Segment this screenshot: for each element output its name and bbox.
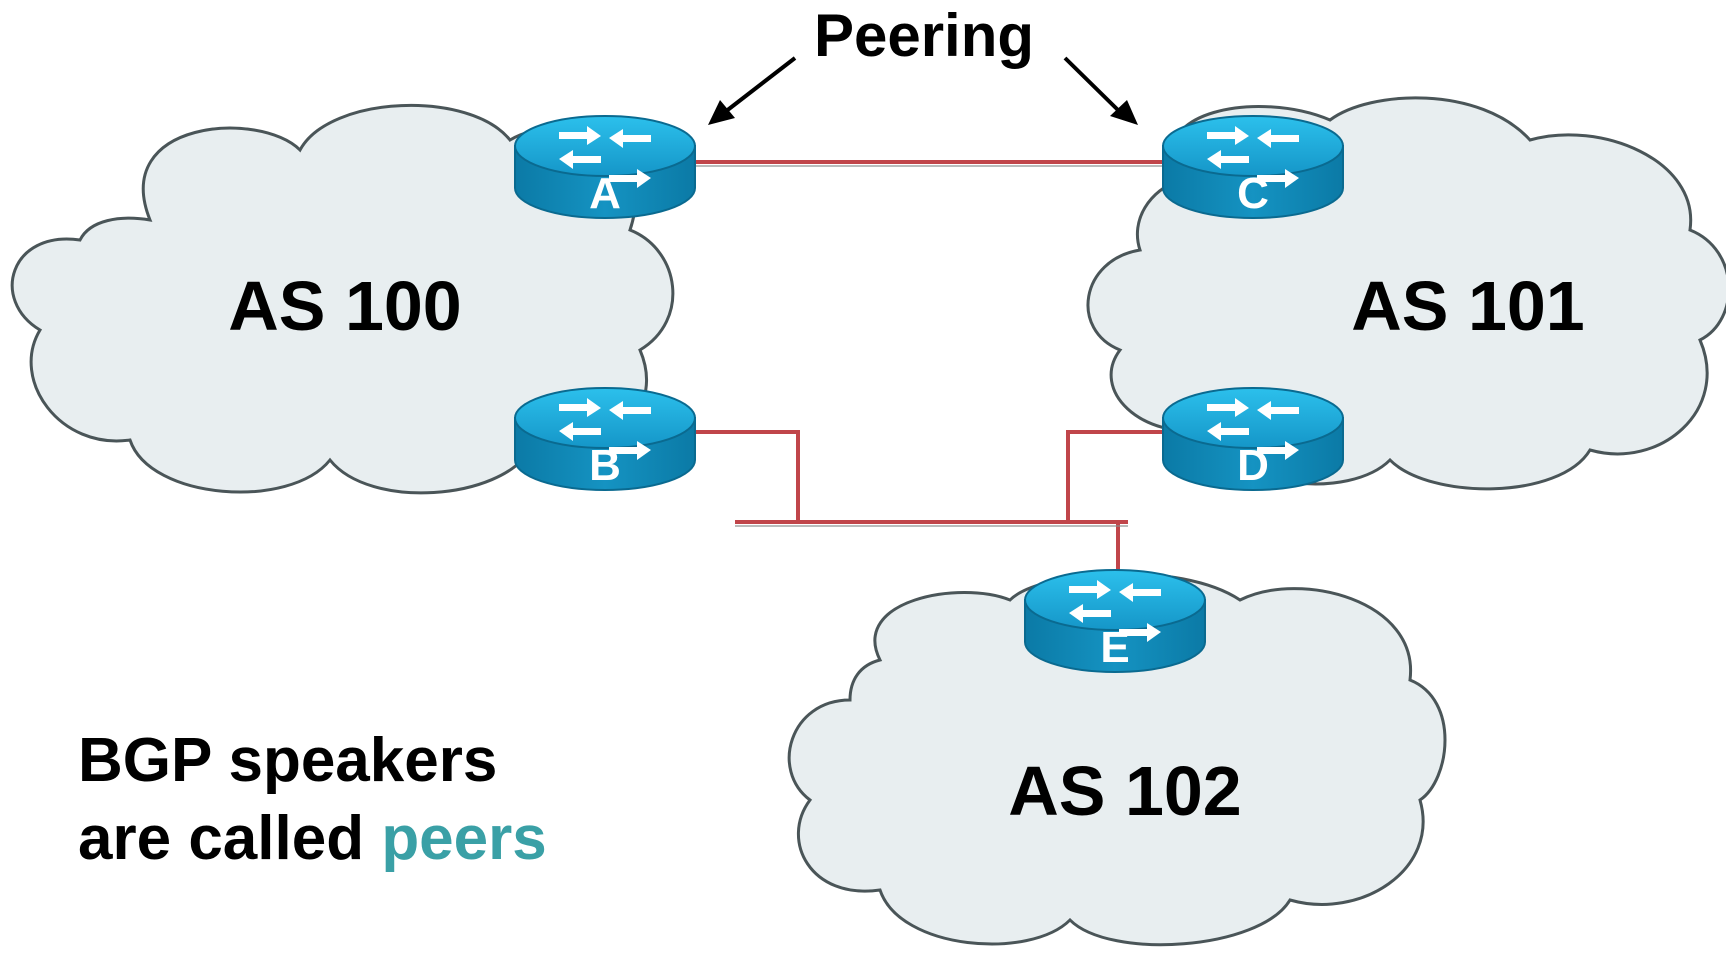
link-b-segment bbox=[690, 430, 800, 522]
as102-label: AS 102 bbox=[1008, 752, 1241, 830]
router-b: B bbox=[514, 387, 696, 491]
peering-arrow-left bbox=[708, 56, 797, 125]
as101-label: AS 101 bbox=[1351, 267, 1584, 345]
caption-line2-prefix: are called bbox=[78, 804, 382, 873]
caption: BGP speakers are called peers bbox=[78, 722, 547, 878]
router-a: A bbox=[514, 115, 696, 219]
router-c: C bbox=[1162, 115, 1344, 219]
router-d: D bbox=[1162, 387, 1344, 491]
as100-label: AS 100 bbox=[228, 267, 461, 345]
link-d-segment bbox=[1066, 430, 1165, 522]
caption-line2: are called peers bbox=[78, 800, 547, 878]
caption-line1: BGP speakers bbox=[78, 726, 498, 795]
router-d-label: D bbox=[1237, 441, 1269, 490]
peering-label: Peering bbox=[814, 2, 1034, 69]
router-c-label: C bbox=[1237, 169, 1269, 218]
router-b-label: B bbox=[589, 441, 621, 490]
router-e-label: E bbox=[1100, 623, 1129, 672]
peering-arrow-right bbox=[1063, 56, 1138, 125]
links bbox=[690, 160, 1165, 572]
caption-peers: peers bbox=[381, 804, 547, 873]
router-a-label: A bbox=[589, 169, 621, 218]
router-e: E bbox=[1024, 569, 1206, 673]
